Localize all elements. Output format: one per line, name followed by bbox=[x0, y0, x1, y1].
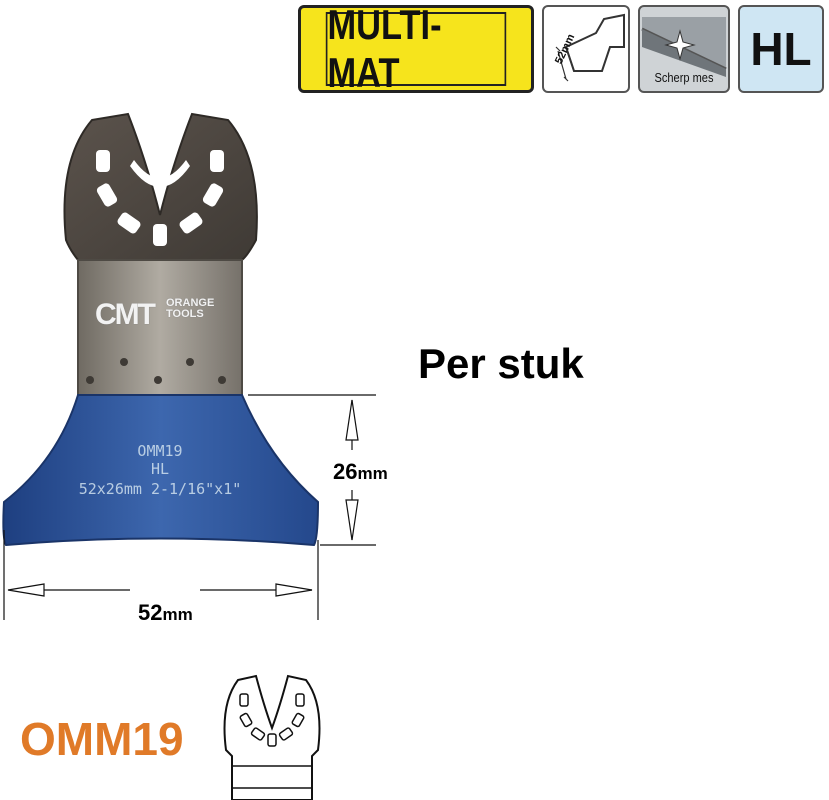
blade-engraving-size: 52x26mm 2-1/16"x1" bbox=[78, 480, 242, 498]
multi-mat-label: MULTI-MAT bbox=[325, 1, 507, 96]
hl-type-label: HL bbox=[750, 23, 812, 75]
sharp-blade-label: Scherp mes bbox=[654, 70, 714, 85]
blade-edge bbox=[2, 394, 320, 547]
cmt-logo: CMT bbox=[95, 298, 156, 331]
width-dimension bbox=[3, 530, 319, 620]
blade-rivets bbox=[86, 358, 226, 384]
blade-engraving-type: HL bbox=[150, 460, 170, 478]
sharp-blade-badge: Scherp mes bbox=[638, 5, 730, 93]
blade-illustration bbox=[2, 112, 376, 620]
height-dimension bbox=[248, 394, 376, 546]
mount-slots bbox=[96, 150, 224, 246]
multi-mat-badge: MULTI-MAT bbox=[298, 1, 534, 96]
spark-icon bbox=[664, 29, 696, 61]
width-dimension-label: 52mm bbox=[138, 600, 193, 625]
cmt-logo-subtitle: ORANGE TOOLS bbox=[166, 297, 215, 320]
blade-size-badge: 52mm bbox=[542, 5, 630, 93]
blade-engraving-code: OMM19 bbox=[137, 442, 183, 460]
height-dimension-label: 26mm bbox=[333, 459, 388, 484]
hl-type-badge: HL bbox=[738, 5, 824, 93]
product-code: OMM19 bbox=[20, 713, 184, 765]
price-unit-label: Per stuk bbox=[418, 340, 584, 387]
blade-outline-thumbnail bbox=[223, 674, 321, 800]
mount-head bbox=[63, 112, 258, 261]
sharp-edge-icon bbox=[641, 17, 727, 77]
blade-size-icon bbox=[555, 13, 625, 82]
